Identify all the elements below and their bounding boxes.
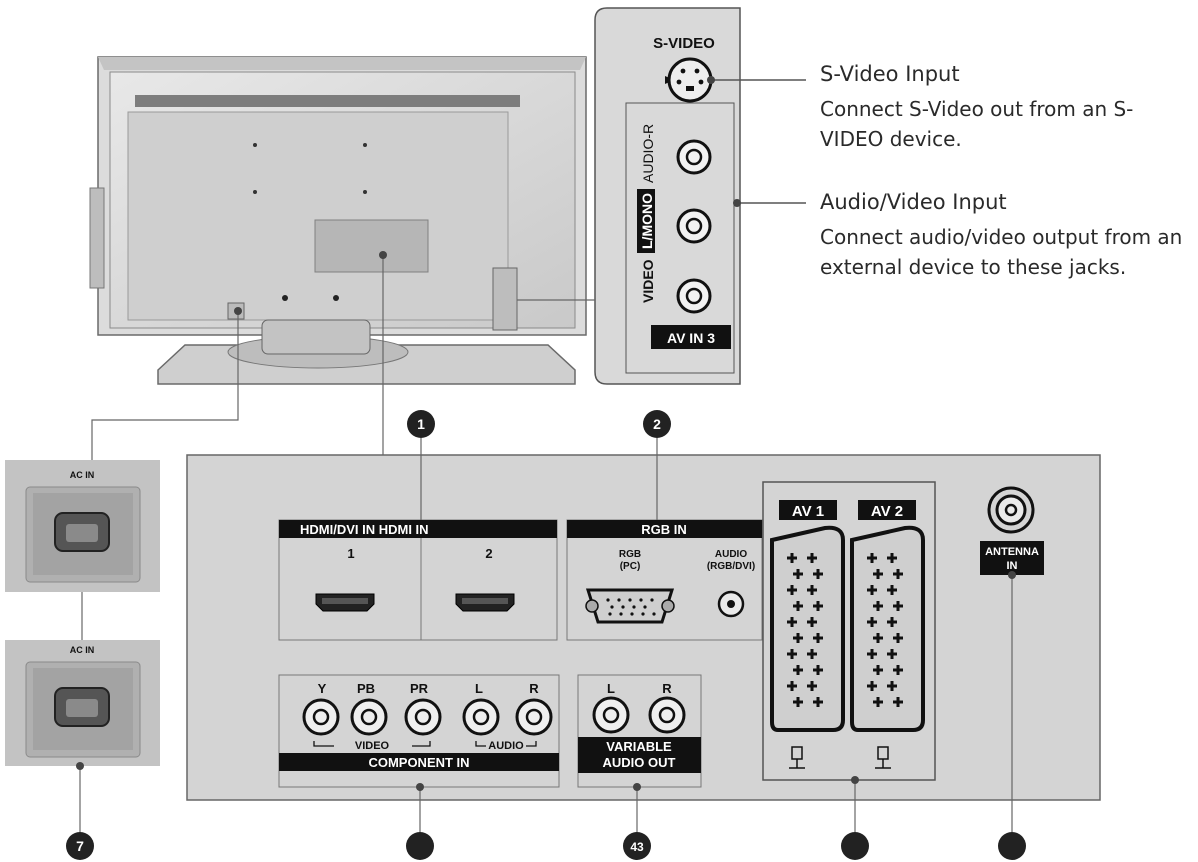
comp-pb-jack[interactable] xyxy=(350,698,388,736)
comp-video-label: VIDEO xyxy=(355,740,390,752)
rgb-audio-jack[interactable] xyxy=(717,590,745,618)
marker-scart xyxy=(841,832,869,860)
rgb-pc-label-2: (PC) xyxy=(620,561,641,572)
comp-pr-jack[interactable] xyxy=(404,698,442,736)
comp-y-label: Y xyxy=(318,681,327,696)
antenna-port[interactable] xyxy=(987,486,1035,534)
marker-1-text: 1 xyxy=(417,416,425,432)
ac-in-top: AC IN xyxy=(5,460,160,592)
hdmi-header: HDMI/DVI IN HDMI IN xyxy=(300,522,429,537)
antenna-section: ANTENNA IN xyxy=(980,486,1044,575)
av2-scart-port[interactable] xyxy=(850,525,925,732)
comp-l-jack[interactable] xyxy=(462,698,500,736)
av1-label: AV 1 xyxy=(792,503,824,520)
av2-ground-icon xyxy=(875,746,891,769)
side-panel: S-VIDEO VIDEO L/MONO AUDIO-R xyxy=(594,7,806,385)
svideo-port[interactable] xyxy=(667,57,713,103)
component-section: Y PB PR L R VIDEO AUDIO COMPONENT IN xyxy=(278,674,560,788)
rgb-audio-label-2: (RGB/DVI) xyxy=(707,561,755,572)
svideo-label: S-VIDEO xyxy=(653,35,715,52)
component-footer: COMPONENT IN xyxy=(368,755,469,770)
side-video-label: VIDEO xyxy=(640,259,656,303)
callout-av-title: Audio/Video Input xyxy=(820,190,1007,214)
comp-y-jack[interactable] xyxy=(302,698,340,736)
marker-1: 1 xyxy=(407,410,435,438)
marker-antenna xyxy=(998,832,1026,860)
rgb-section: RGB IN RGB (PC) AUDIO (RGB/DVI) xyxy=(566,519,763,641)
av1-scart-port[interactable] xyxy=(770,525,845,732)
marker-2: 2 xyxy=(643,410,671,438)
comp-pr-label: PR xyxy=(410,681,429,696)
callout-svideo: S-Video Input Connect S-Video out from a… xyxy=(820,60,1195,154)
marker-component xyxy=(406,832,434,860)
side-audio-r-label: AUDIO-R xyxy=(640,124,656,183)
ac-in-bottom[interactable]: AC IN xyxy=(5,640,160,766)
side-video-jack[interactable] xyxy=(676,278,712,314)
side-audio-r-jack[interactable] xyxy=(676,139,712,175)
av2-label: AV 2 xyxy=(871,503,903,520)
av-in3-label: AV IN 3 xyxy=(667,330,715,346)
marker-43-text: 43 xyxy=(630,840,644,854)
comp-l-label: L xyxy=(475,681,483,696)
av1-ground-icon xyxy=(789,746,805,769)
ac-in-bottom-label: AC IN xyxy=(70,645,95,655)
tv-rear-view xyxy=(89,56,587,385)
antenna-label-1: ANTENNA xyxy=(985,546,1039,558)
var-l-jack[interactable] xyxy=(592,696,630,734)
var-footer-2: AUDIO OUT xyxy=(603,755,676,770)
marker-43: 43 xyxy=(623,832,651,860)
var-r-jack[interactable] xyxy=(648,696,686,734)
callout-av-desc: Connect audio/video output from an exter… xyxy=(820,225,1183,279)
comp-r-label: R xyxy=(529,681,539,696)
rgb-pc-label-1: RGB xyxy=(619,549,641,560)
comp-pb-label: PB xyxy=(357,681,375,696)
side-audio-l-jack[interactable] xyxy=(676,208,712,244)
scart-section: AV 1 AV 2 xyxy=(762,481,936,781)
callout-av: Audio/Video Input Connect audio/video ou… xyxy=(820,188,1195,282)
marker-2-text: 2 xyxy=(653,416,661,432)
rgb-pc-port[interactable] xyxy=(585,588,675,624)
antenna-label-2: IN xyxy=(1007,560,1018,572)
var-l-label: L xyxy=(607,681,615,696)
comp-audio-label: AUDIO xyxy=(488,740,524,752)
hdmi-1-label: 1 xyxy=(347,546,354,561)
callout-svideo-desc: Connect S-Video out from an S-VIDEO devi… xyxy=(820,97,1134,151)
var-footer-1: VARIABLE xyxy=(606,739,672,754)
callout-svideo-title: S-Video Input xyxy=(820,62,960,86)
variable-audio-section: L R VARIABLE AUDIO OUT xyxy=(577,674,702,788)
comp-r-jack[interactable] xyxy=(515,698,553,736)
marker-7: 7 xyxy=(66,832,94,860)
var-r-label: R xyxy=(662,681,672,696)
side-lmono-label: L/MONO xyxy=(639,193,655,249)
hdmi-2-label: 2 xyxy=(485,546,492,561)
marker-7-text: 7 xyxy=(76,838,84,854)
ac-in-top-label: AC IN xyxy=(70,470,95,480)
rgb-audio-label-1: AUDIO xyxy=(715,549,747,560)
rgb-header: RGB IN xyxy=(641,522,687,537)
hdmi-section: HDMI/DVI IN HDMI IN 1 2 xyxy=(278,519,558,641)
